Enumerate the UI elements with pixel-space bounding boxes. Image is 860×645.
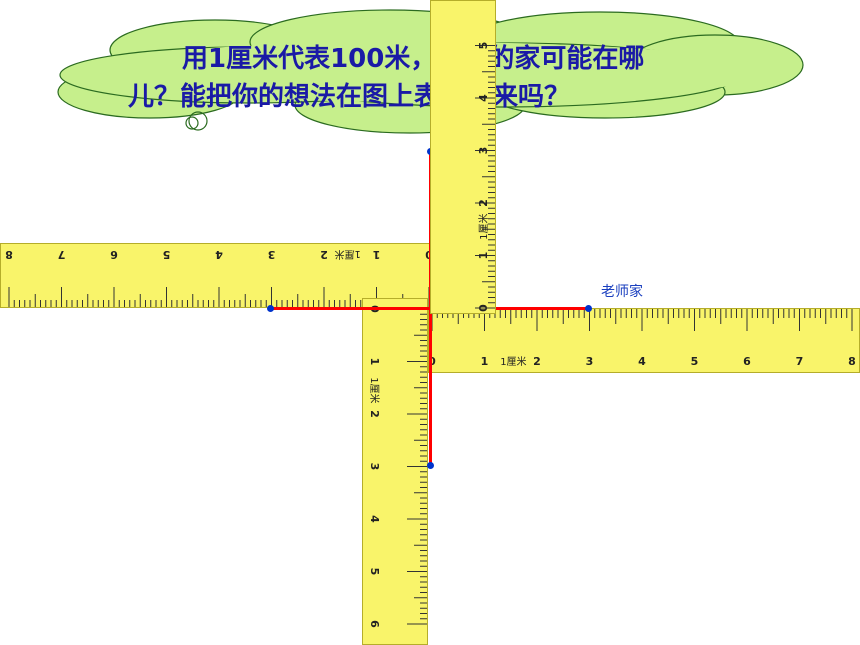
point-west[interactable]: [267, 305, 274, 312]
ruler-number: 2: [533, 355, 541, 368]
ruler-number: 5: [368, 568, 381, 576]
ruler-number: 2: [368, 410, 381, 418]
cloud-shape: [57, 9, 804, 134]
ruler-number: 6: [743, 355, 751, 368]
ruler-number: 0: [477, 304, 490, 312]
ruler-right-scale: 0 1 2 3 4 5 6 7 8 1厘米: [429, 309, 856, 368]
ruler-unit-label: 1厘米: [500, 355, 526, 368]
prompt-line-1: 用1厘米代表100米，老师的家可能在哪: [182, 44, 645, 74]
ruler-number: 5: [477, 42, 490, 50]
ruler-top-vertical[interactable]: 0 1 2 3 4 5 1厘米: [430, 0, 496, 314]
home-label: 老师家: [601, 284, 643, 300]
ruler-number: 3: [477, 147, 490, 155]
ruler-number: 3: [368, 463, 381, 471]
path-west: [270, 307, 432, 310]
ruler-bottom-scale: 01234561厘米: [368, 305, 427, 628]
ruler-number: 4: [215, 248, 223, 261]
ruler-number: 0: [429, 355, 436, 368]
ruler-number: 1: [368, 358, 381, 366]
ruler-number: 8: [5, 248, 13, 261]
ruler-number: 7: [58, 248, 66, 261]
ruler-number: 1: [477, 252, 490, 260]
ruler-number: 2: [477, 199, 490, 207]
ruler-number: 7: [796, 355, 804, 368]
ruler-left-horizontal[interactable]: 0 1 2 3 4 5 6 7 8 1厘米: [0, 243, 432, 308]
ruler-number: 5: [691, 355, 699, 368]
ruler-unit-label: 1厘米: [368, 377, 381, 403]
ruler-number: 3: [268, 248, 276, 261]
ruler-unit-label: 1厘米: [477, 213, 490, 239]
ruler-top-scale: 0 1 2 3 4 5 1厘米: [475, 42, 495, 312]
ruler-number: 8: [848, 355, 856, 368]
ruler-number: 6: [110, 248, 118, 261]
point-east-home[interactable]: [585, 305, 592, 312]
ruler-number: 1: [373, 248, 381, 261]
ruler-number: 3: [586, 355, 594, 368]
prompt-line-2: 儿？能把你的想法在图上表示出来吗？: [128, 82, 571, 112]
point-south[interactable]: [427, 462, 434, 469]
ruler-bottom-vertical[interactable]: 01234561厘米: [362, 298, 428, 645]
ruler-number: 4: [638, 355, 646, 368]
ruler-number: 5: [163, 248, 171, 261]
path-south: [429, 308, 432, 466]
prompt-cloud: 用1厘米代表100米，老师的家可能在哪 儿？能把你的想法在图上表示出来吗？: [0, 0, 860, 160]
ruler-number: 6: [368, 620, 381, 628]
ruler-number: 1: [481, 355, 489, 368]
ruler-right-horizontal[interactable]: 0 1 2 3 4 5 6 7 8 1厘米: [428, 308, 860, 373]
ruler-unit-label: 1厘米: [334, 248, 360, 261]
ruler-number: 4: [477, 94, 490, 102]
ruler-number: 4: [368, 515, 381, 523]
path-east: [430, 307, 589, 310]
ruler-number: 0: [425, 248, 431, 261]
ruler-number: 2: [320, 248, 328, 261]
